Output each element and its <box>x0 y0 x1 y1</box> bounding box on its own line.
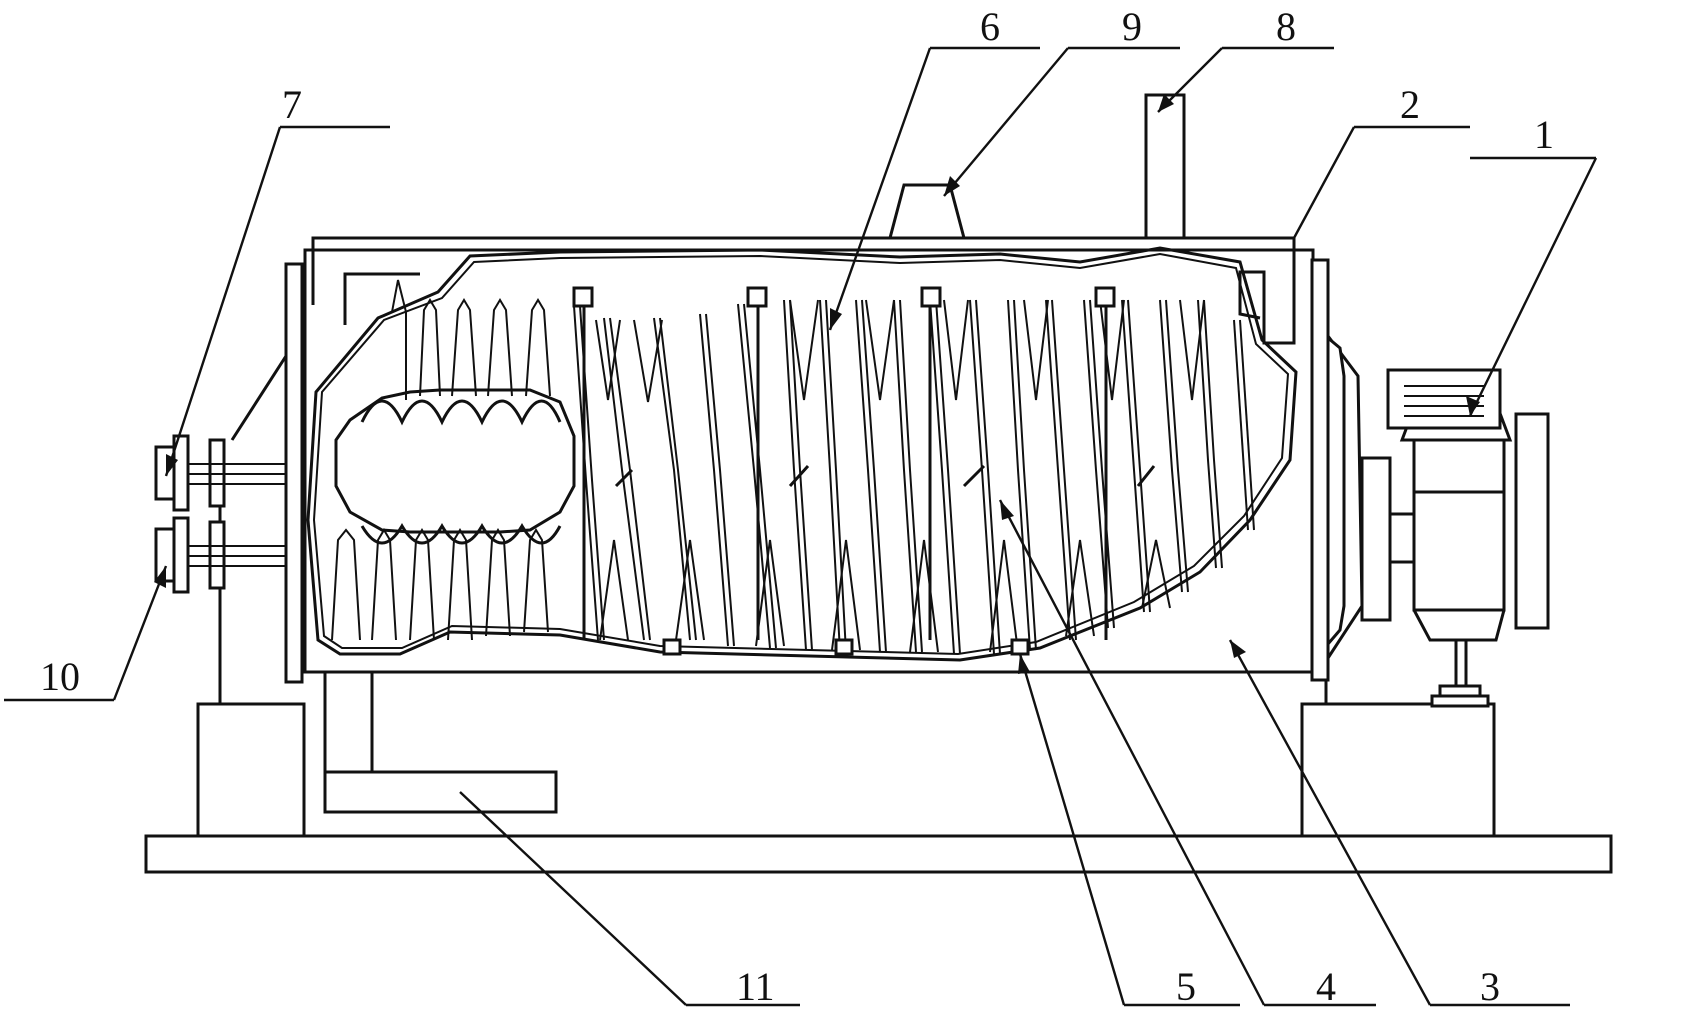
label-3: 3 <box>1480 964 1500 1009</box>
part-labels: 1 2 3 4 5 6 7 8 9 10 11 <box>40 4 1554 1009</box>
right-support-block <box>1300 702 1496 838</box>
left-end-flange <box>284 262 304 684</box>
leader-lines <box>4 46 1598 1007</box>
label-8: 8 <box>1276 4 1296 49</box>
right-end-flange <box>1310 258 1330 682</box>
label-4: 4 <box>1316 964 1336 1009</box>
label-9: 9 <box>1122 4 1142 49</box>
label-7: 7 <box>282 82 302 127</box>
label-5: 5 <box>1176 964 1196 1009</box>
vent-pipe <box>1144 93 1186 240</box>
label-1: 1 <box>1534 112 1554 157</box>
label-2: 2 <box>1400 82 1420 127</box>
label-6: 6 <box>980 4 1000 49</box>
label-10: 10 <box>40 654 80 699</box>
left-fins <box>331 279 551 641</box>
cutaway-outline <box>306 246 1298 662</box>
shaft-bars <box>572 286 1156 656</box>
left-shaft-assembly <box>154 434 286 594</box>
base-plate <box>144 834 1613 874</box>
discharge-chute <box>323 672 558 814</box>
inner-cylinder <box>334 388 576 534</box>
feed-inlet <box>888 183 966 240</box>
label-11: 11 <box>736 964 775 1009</box>
left-support-block <box>196 702 306 838</box>
top-cover <box>311 236 1296 345</box>
drive-motor <box>1326 334 1550 708</box>
